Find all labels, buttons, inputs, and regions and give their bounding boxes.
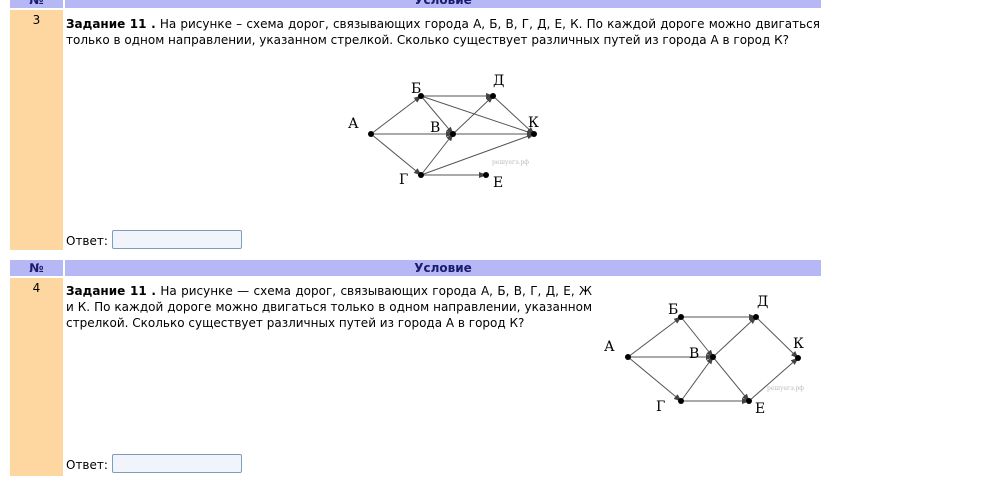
task-number-cell: 3 bbox=[10, 10, 63, 250]
label-g: Г bbox=[399, 172, 408, 188]
answer-row: Ответ: bbox=[66, 454, 242, 473]
label-g: Г bbox=[656, 399, 665, 415]
label-b: Б bbox=[668, 302, 678, 318]
node-k bbox=[795, 355, 801, 361]
node-k bbox=[531, 131, 537, 137]
label-k: К bbox=[528, 115, 539, 131]
edge-g-k bbox=[420, 133, 535, 176]
header-condition: Условие bbox=[414, 261, 472, 275]
node-a bbox=[368, 131, 374, 137]
task-number: 4 bbox=[32, 281, 41, 295]
label-v: В bbox=[689, 346, 699, 362]
task-number-cell: 4 bbox=[10, 278, 63, 476]
label-b: Б bbox=[411, 81, 421, 97]
answer-row: Ответ: bbox=[66, 230, 242, 249]
watermark: решуегэ.рф bbox=[767, 385, 804, 392]
edge-b-v bbox=[420, 95, 454, 135]
header-condition: Условие bbox=[414, 0, 472, 7]
task-body: На рисунке — схема дорог, связывающих го… bbox=[66, 284, 592, 330]
node-e bbox=[746, 398, 752, 404]
label-a: А bbox=[604, 339, 615, 355]
road-graph: А Б В Г Д Е К решуегэ.рф bbox=[604, 294, 804, 417]
edge-v-d bbox=[712, 316, 757, 358]
node-d bbox=[753, 314, 759, 320]
edge-v-e bbox=[712, 356, 750, 402]
answer-label: Ответ: bbox=[66, 234, 108, 248]
edge-b-k bbox=[420, 95, 535, 135]
header-num: № bbox=[29, 261, 44, 275]
road-graph: А Б В Г Д Е К решуегэ.рф bbox=[348, 73, 539, 191]
node-g bbox=[418, 172, 424, 178]
node-b bbox=[418, 93, 424, 99]
label-a: А bbox=[348, 116, 359, 132]
node-g bbox=[678, 398, 684, 404]
task-body: На рисунке – схема дорог, связывающих го… bbox=[66, 17, 820, 47]
header-num: № bbox=[29, 0, 44, 7]
label-e: Е bbox=[755, 401, 765, 417]
task-title: Задание 11 . bbox=[66, 17, 156, 31]
watermark: решуегэ.рф bbox=[492, 159, 529, 166]
node-e bbox=[483, 172, 489, 178]
table-header-2: № Условие bbox=[10, 260, 821, 276]
node-d bbox=[490, 93, 496, 99]
answer-input[interactable] bbox=[112, 454, 242, 473]
answer-label: Ответ: bbox=[66, 458, 108, 472]
label-k: К bbox=[793, 336, 804, 352]
task-text: Задание 11 . На рисунке – схема дорог, с… bbox=[66, 16, 820, 48]
edge-a-b bbox=[627, 316, 682, 358]
node-v bbox=[450, 131, 456, 137]
edge-d-k bbox=[492, 95, 535, 135]
edge-a-g bbox=[627, 356, 682, 402]
table-header-1: № Условие bbox=[10, 0, 821, 8]
node-v bbox=[710, 354, 716, 360]
task-number: 3 bbox=[32, 13, 41, 27]
answer-input[interactable] bbox=[112, 230, 242, 249]
edge-g-v bbox=[420, 133, 454, 176]
edge-v-d bbox=[452, 95, 494, 135]
label-v: В bbox=[430, 120, 440, 136]
task-text: Задание 11 . На рисунке — схема дорог, с… bbox=[66, 283, 592, 331]
edge-d-k bbox=[755, 316, 799, 359]
node-b bbox=[678, 314, 684, 320]
label-d: Д bbox=[493, 73, 504, 89]
edge-a-g bbox=[370, 133, 422, 176]
edge-b-v bbox=[680, 316, 714, 358]
task-title: Задание 11 . bbox=[66, 284, 156, 298]
edge-e-k bbox=[748, 357, 799, 402]
edge-a-b bbox=[370, 95, 422, 135]
label-d: Д bbox=[757, 294, 768, 310]
label-e: Е bbox=[493, 175, 503, 191]
node-a bbox=[625, 354, 631, 360]
edge-g-v bbox=[680, 356, 714, 402]
